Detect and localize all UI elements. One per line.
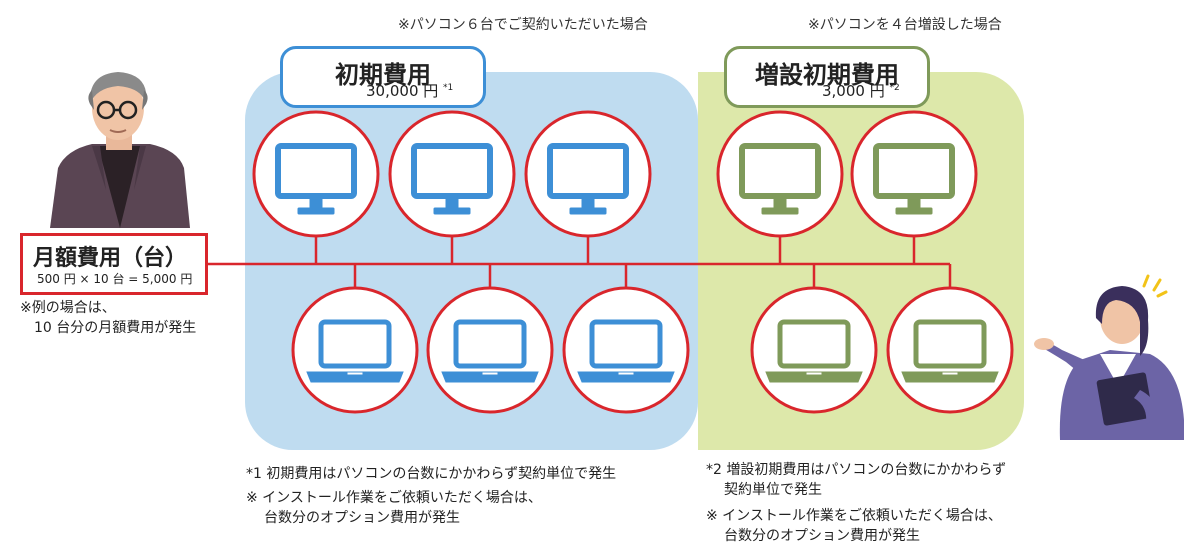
monthly-cost-title: 月額費用（台） (33, 246, 188, 271)
initial-price-value: 30,000 円 (366, 82, 439, 100)
note-additional-case: ※パソコンを４台増設した場合 (808, 17, 1002, 33)
additional-price-mark: *2 (889, 83, 900, 93)
monthly-note-line1: ※例の場合は、 (20, 300, 116, 316)
footnote-2: *2 増設初期費用はパソコンの台数にかかわらず (706, 462, 1007, 478)
laptop-icon (750, 286, 878, 414)
additional-cost-title-box: 増設初期費用 (724, 46, 930, 108)
footnote-install-right: ※ インストール作業をご依頼いただく場合は、 (706, 508, 1002, 524)
desktop-icon (252, 110, 380, 238)
initial-price-mark: *1 (443, 83, 454, 93)
footnote-install: ※ インストール作業をご依頼いただく場合は、 (246, 490, 542, 506)
footnote-1: *1 初期費用はパソコンの台数にかかわらず契約単位で発生 (246, 466, 617, 482)
man-with-glasses-illustration (50, 72, 190, 228)
desktop-icon (850, 110, 978, 238)
additional-price-value: 3,000 円 (822, 82, 885, 100)
laptop-icon (562, 286, 690, 414)
connection-lines (205, 236, 952, 288)
desktop-icon (716, 110, 844, 238)
additional-cost-price: 3,000 円 *2 (822, 80, 900, 101)
desktop-icon (524, 110, 652, 238)
initial-cost-title: 初期費用 (335, 61, 431, 89)
desktop-icon (388, 110, 516, 238)
note-initial-case: ※パソコン６台でご契約いただいた場合 (398, 17, 648, 33)
laptop-icon (291, 286, 419, 414)
monthly-note-line2: 10 台分の月額費用が発生 (34, 320, 197, 336)
initial-cost-price: 30,000 円 *1 (366, 80, 453, 101)
monthly-cost-formula: 500 円 × 10 台 = 5,000 円 (37, 272, 193, 286)
laptop-icon (886, 286, 1014, 414)
footnote-install-right-cont: 台数分のオプション費用が発生 (724, 528, 920, 544)
woman-presenter-illustration (1034, 274, 1184, 440)
footnote-install-cont: 台数分のオプション費用が発生 (264, 510, 460, 526)
initial-cost-title-box: 初期費用 (280, 46, 486, 108)
additional-cost-title: 増設初期費用 (755, 61, 899, 89)
footnote-2-cont: 契約単位で発生 (724, 482, 822, 498)
laptop-icon (426, 286, 554, 414)
monthly-cost-box: 月額費用（台） 500 円 × 10 台 = 5,000 円 (20, 233, 208, 295)
